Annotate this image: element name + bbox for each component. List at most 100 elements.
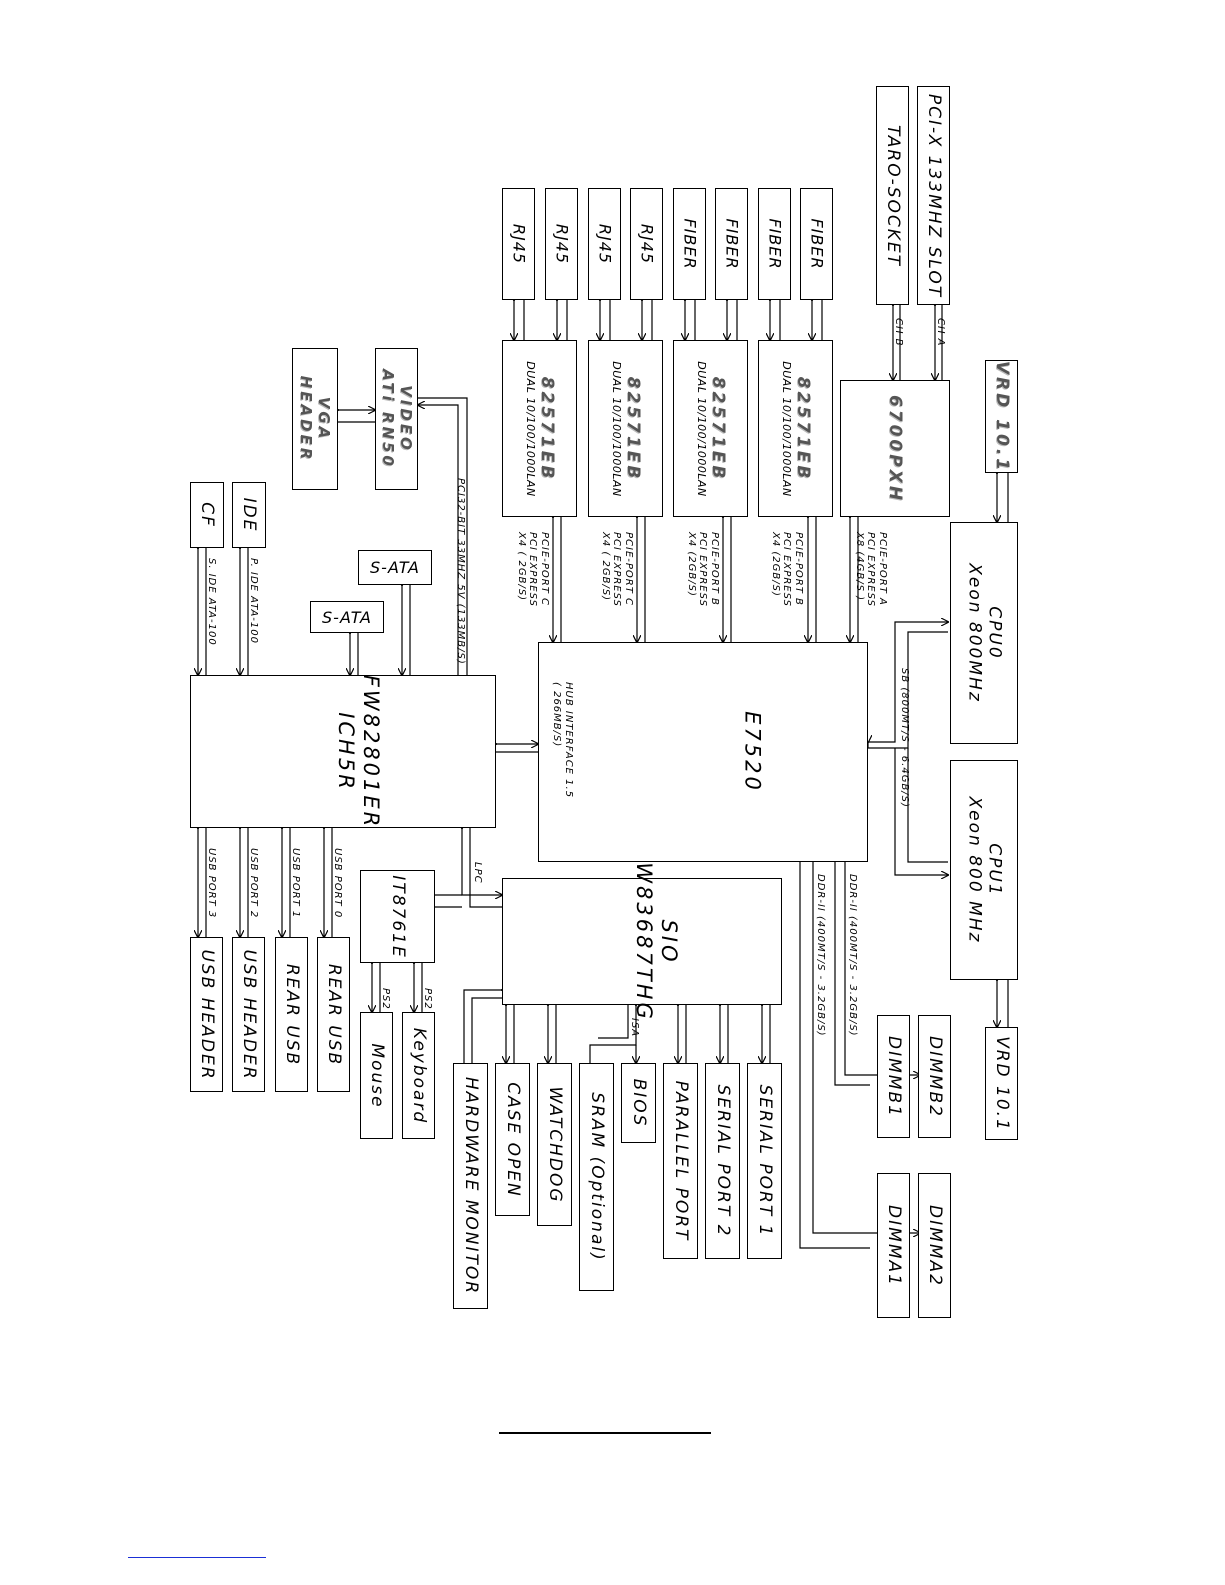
pcie-port-c2-line3: X4 ( 2GB/S)	[516, 532, 527, 602]
sata-block-2: S-ATA	[310, 601, 384, 633]
fiber-label-3: FIBER	[722, 218, 742, 270]
rear-usb-label-2: REAR USB	[281, 963, 302, 1066]
cpu0-name: CPU0	[984, 606, 1005, 660]
fiber-block-1: FIBER	[800, 188, 833, 300]
vrd-bottom-block: VRD 10.1	[985, 1027, 1018, 1140]
sram-block: SRAM (Optional)	[579, 1063, 614, 1291]
cf-label: CF	[197, 502, 218, 528]
vga-line2: HEADER	[297, 375, 315, 463]
pcie-port-c2-label: PCIE-PORT C PCI EXPRESS X4 ( 2GB/S)	[516, 532, 550, 607]
hub-interface-line2: ( 266MB/S)	[551, 682, 563, 748]
ich5r-block: FW82801ER ICH5R	[190, 674, 496, 829]
lan-chip-2-name: 82571EB	[707, 376, 728, 481]
ide-block: IDE	[232, 482, 266, 548]
fiber-block-3: FIBER	[715, 188, 748, 300]
rj45-label-1: RJ45	[637, 223, 657, 265]
s-ide-label: S. IDE ATA-100	[206, 558, 217, 646]
ps2-label-1: PS2	[422, 988, 433, 1010]
serial-port-2-block: SERIAL PORT 2	[705, 1063, 740, 1259]
vrd-bottom-label: VRD 10.1	[991, 1035, 1012, 1132]
dimm-a2-block: DIMMA2	[918, 1173, 951, 1318]
fiber-label-2: FIBER	[765, 218, 785, 270]
pcie-port-c2-line2: PCI EXPRESS	[527, 532, 539, 607]
mouse-block: Mouse	[360, 1012, 393, 1139]
sio-line1: SIO	[657, 918, 682, 965]
hub-interface-line1: HUB INTERFACE 1.5	[563, 682, 574, 799]
pcie-port-b1-label: PCIE-PORT B PCI EXPRESS X4 (2GB/S)	[770, 532, 804, 607]
vrd-top-label: VRD 10.1	[991, 360, 1012, 473]
usb-header-label-2: USB HEADER	[196, 948, 217, 1081]
cf-block: CF	[190, 482, 224, 548]
fsb-label: SB (800MT/S - 6.4GB/S)	[899, 668, 910, 808]
watchdog-label: WATCHDOG	[544, 1085, 565, 1204]
pcie-port-b2-label: PCIE-PORT B PCI EXPRESS X4 (2GB/S)	[686, 532, 720, 607]
usb-header-label-1: USB HEADER	[238, 948, 259, 1081]
it8761e-label: IT8761E	[387, 874, 408, 959]
lan-chip-1: 82571EB DUAL 10/100/1000LAN	[758, 340, 833, 517]
e7520-block: E7520	[538, 642, 868, 862]
footer-rule	[499, 1432, 711, 1434]
usb-port-1-label: USB PORT 1	[290, 848, 301, 919]
lan-chip-3-desc: DUAL 10/100/1000LAN	[608, 360, 622, 497]
fiber-block-2: FIBER	[758, 188, 791, 300]
video-block: VIDEO ATi RN50	[375, 348, 418, 490]
footer-link-underline[interactable]	[128, 1557, 266, 1558]
cpu1-name: CPU1	[984, 843, 1005, 897]
rj45-block-3: RJ45	[545, 188, 578, 300]
ps2-label-2: PS2	[380, 988, 391, 1010]
ch-b-label: CH B	[893, 318, 904, 347]
pcie-port-b2-line3: X4 (2GB/S)	[686, 532, 697, 597]
keyboard-block: Keyboard	[402, 1012, 435, 1139]
fiber-label-4: FIBER	[680, 218, 700, 270]
rear-usb-block-2: REAR USB	[275, 937, 308, 1092]
video-line1: VIDEO	[396, 385, 415, 453]
case-open-block: CASE OPEN	[495, 1063, 530, 1216]
taro-socket-block: TARO-SOCKET	[876, 86, 909, 305]
lan-chip-2: 82571EB DUAL 10/100/1000LAN	[673, 340, 748, 517]
serial-port-1-label: SERIAL PORT 1	[754, 1084, 775, 1238]
sram-label: SRAM (Optional)	[586, 1092, 607, 1262]
usb-port-0-label: USB PORT 0	[332, 848, 343, 919]
pcie-port-a-line3: X8 (4GB/S )	[854, 532, 865, 602]
parallel-port-label: PARALLEL PORT	[670, 1080, 691, 1242]
sata-label-2: S-ATA	[322, 608, 372, 627]
pcie-port-c1-label: PCIE-PORT C PCI EXPRESS X4 ( 2GB/S)	[600, 532, 634, 607]
lan-chip-3: 82571EB DUAL 10/100/1000LAN	[588, 340, 663, 517]
rj45-label-4: RJ45	[509, 223, 529, 265]
pcie-port-b1-line3: X4 (2GB/S)	[770, 532, 781, 597]
dimm-b2-block: DIMMB2	[918, 1015, 951, 1138]
dimm-b2-label: DIMMB2	[924, 1035, 945, 1118]
ch-a-label: CH A	[935, 318, 946, 347]
parallel-port-block: PARALLEL PORT	[663, 1063, 698, 1259]
vrd-top-block: VRD 10.1	[985, 360, 1018, 473]
ich-line1: FW82801ER	[359, 674, 384, 829]
rj45-block-1: RJ45	[630, 188, 663, 300]
bios-block: BIOS	[621, 1063, 656, 1143]
serial-port-1-block: SERIAL PORT 1	[747, 1063, 782, 1259]
keyboard-label: Keyboard	[408, 1027, 429, 1124]
rear-usb-block-1: REAR USB	[317, 937, 350, 1092]
rear-usb-label-1: REAR USB	[323, 963, 344, 1066]
dimm-a1-block: DIMMA1	[877, 1173, 910, 1318]
isa-label: ISA	[629, 1018, 640, 1038]
fiber-block-4: FIBER	[673, 188, 706, 300]
lan-chip-4: 82571EB DUAL 10/100/1000LAN	[502, 340, 577, 517]
rj45-block-4: RJ45	[502, 188, 535, 300]
rj45-label-2: RJ45	[595, 223, 615, 265]
pxh-block: 6700PXH	[840, 380, 950, 517]
bios-label: BIOS	[628, 1078, 649, 1128]
ddr-label-2: DDR-II (400MT/S - 3.2GB/S)	[815, 874, 826, 1037]
cpu0-desc: Xeon 800MHz	[964, 563, 984, 703]
pcie-port-b1-line2: PCI EXPRESS	[781, 532, 793, 607]
vga-line1: VGA	[315, 396, 333, 442]
sio-line2: W83687THG	[631, 861, 656, 1022]
lan-chip-4-name: 82571EB	[536, 376, 557, 481]
pcie-port-a-line1: PCIE-PORT A	[877, 532, 888, 606]
pcix-slot-block: PCI-X 133MHZ SLOT	[917, 86, 950, 305]
rj45-label-3: RJ45	[552, 223, 572, 265]
ide-label: IDE	[239, 497, 260, 533]
pcie-port-a-line2: PCI EXPRESS	[865, 532, 877, 607]
watchdog-block: WATCHDOG	[537, 1063, 572, 1226]
cpu1-block: CPU1 Xeon 800 MHz	[950, 760, 1018, 980]
